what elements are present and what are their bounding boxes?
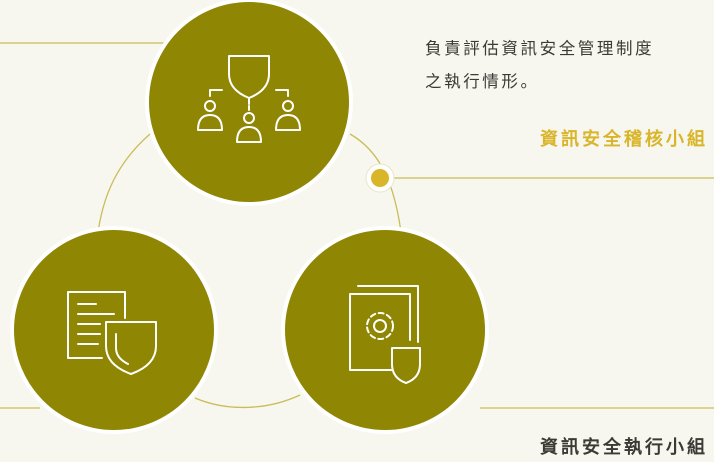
audit-description-line-2: 之執行情形。 bbox=[425, 72, 540, 91]
audit-group-description: 負責評估資訊安全管理制度 之執行情形。 bbox=[425, 32, 714, 98]
exec-group-title: 資訊安全執行小組 bbox=[540, 437, 708, 458]
circle-left bbox=[10, 226, 218, 434]
accent-dot bbox=[371, 169, 389, 187]
document-shield-icon bbox=[67, 291, 157, 375]
audit-group-title: 資訊安全稽核小組 bbox=[540, 129, 708, 150]
audit-description-line-1: 負責評估資訊安全管理制度 bbox=[425, 39, 655, 58]
guide-lines bbox=[0, 42, 714, 409]
gear-document-shield-icon bbox=[349, 285, 421, 384]
organization-shield-icon bbox=[197, 55, 301, 143]
arc-bottom bbox=[194, 394, 301, 409]
arc-top-left bbox=[96, 133, 151, 241]
